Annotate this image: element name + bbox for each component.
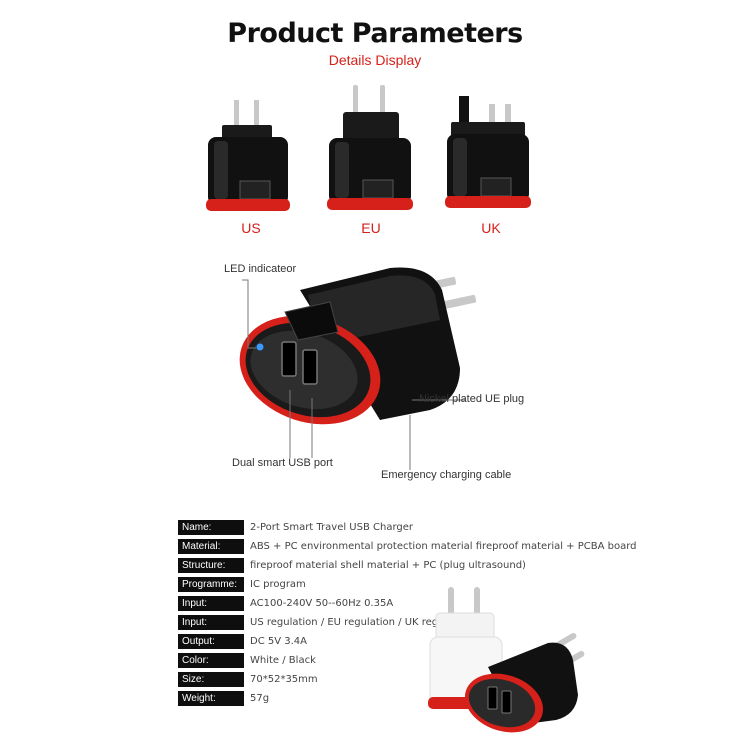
- spec-row: Color: White / Black: [178, 653, 637, 668]
- spec-value: IC program: [250, 579, 306, 590]
- variant-label-uk: UK: [481, 220, 501, 236]
- spec-value: fireproof material shell material + PC (…: [250, 560, 526, 571]
- spec-key: Name:: [178, 520, 244, 535]
- spec-key: Programme:: [178, 577, 244, 592]
- spec-key: Size:: [178, 672, 244, 687]
- us-charger-image: [206, 100, 290, 211]
- spec-key: Weight:: [178, 691, 244, 706]
- spec-row: Weight: 57g: [178, 691, 637, 706]
- spec-key: Input:: [178, 596, 244, 611]
- spec-key: Material:: [178, 539, 244, 554]
- spec-value: 70*52*35mm: [250, 674, 318, 685]
- spec-row: Output: DC 5V 3.4A: [178, 634, 637, 649]
- variant-label-eu: EU: [361, 220, 381, 236]
- spec-row: Input: AC100-240V 50--60Hz 0.35A: [178, 596, 637, 611]
- spec-value: US regulation / EU regulation / UK regul…: [250, 617, 473, 628]
- spec-key: Color:: [178, 653, 244, 668]
- page-subtitle: Details Display: [328, 52, 422, 68]
- callout-charging-cable: Emergency charging cable: [381, 469, 512, 481]
- spec-value: 2-Port Smart Travel USB Charger: [250, 522, 414, 533]
- eu-charger-image: [327, 85, 413, 210]
- callout-usb-port: Dual smart USB port: [232, 457, 333, 469]
- main-charger-image: [239, 267, 477, 470]
- variant-label-us: US: [241, 220, 261, 236]
- spec-table: Name: 2-Port Smart Travel USB Charger Mat…: [178, 516, 637, 710]
- spec-row: Name: 2-Port Smart Travel USB Charger: [178, 520, 637, 535]
- white-black-chargers-image: [428, 587, 585, 733]
- spec-row: Input: US regulation / EU regulation / UK…: [178, 615, 637, 630]
- spec-row: Material: ABS + PC environmental protecti…: [178, 539, 637, 554]
- spec-key: Structure:: [178, 558, 244, 573]
- spec-row: Size: 70*52*35mm: [178, 672, 637, 687]
- spec-value: ABS + PC environmental protection materi…: [250, 541, 637, 552]
- spec-value: DC 5V 3.4A: [250, 636, 307, 647]
- page-title: Product Parameters: [227, 18, 523, 49]
- spec-key: Input:: [178, 615, 244, 630]
- callout-led-indicator: LED indicateor: [224, 263, 297, 275]
- spec-row: Structure: fireproof material shell mater…: [178, 558, 637, 573]
- spec-value: AC100-240V 50--60Hz 0.35A: [250, 598, 394, 609]
- uk-charger-image: [445, 96, 531, 208]
- spec-row: Programme: IC program: [178, 577, 637, 592]
- spec-value: White / Black: [250, 655, 316, 666]
- spec-value: 57g: [250, 693, 270, 704]
- spec-key: Output:: [178, 634, 244, 649]
- callout-nickel-plug: Nickel plated UE plug: [419, 393, 525, 405]
